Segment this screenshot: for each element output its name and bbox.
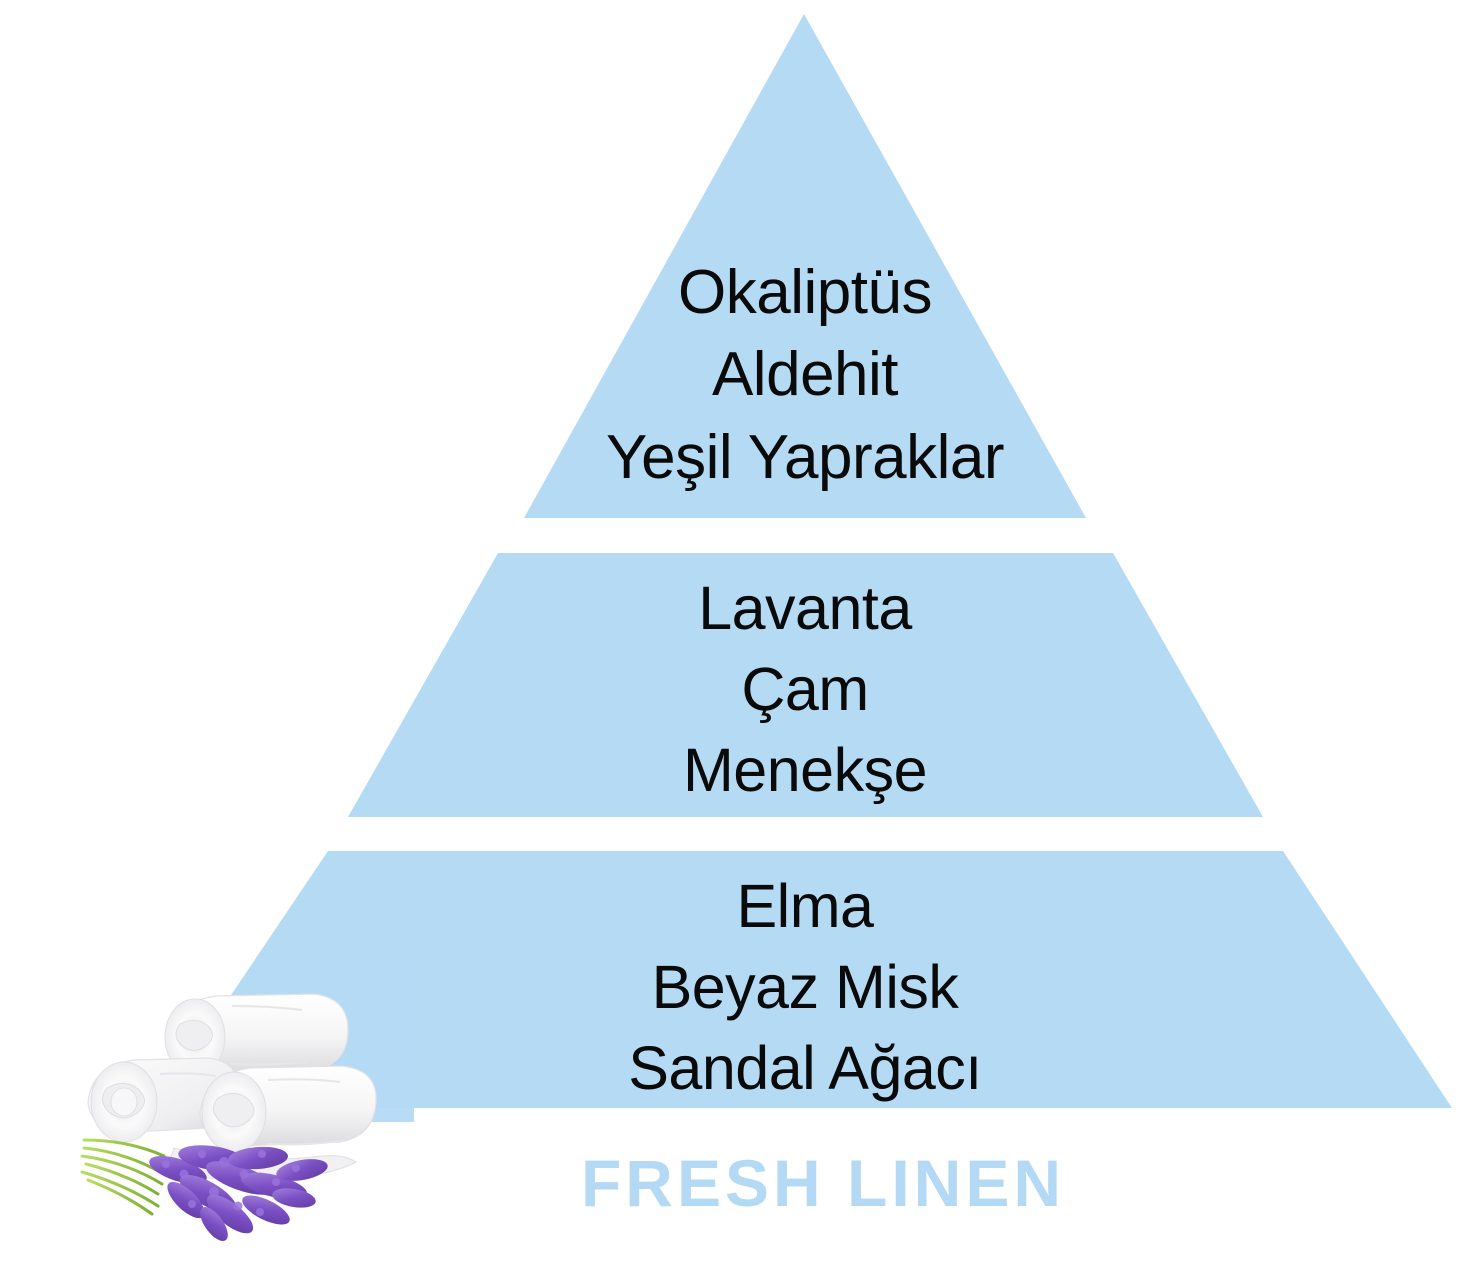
towels-lavender-photo — [62, 962, 414, 1252]
lavender-stems — [80, 1138, 166, 1216]
pyramid-tier-base-shape — [155, 851, 1452, 1108]
pyramid-tier-top-notes: Okaliptüs Aldehit Yeşil Yapraklar — [430, 252, 1180, 499]
note-middle-1: Lavanta — [698, 574, 912, 642]
note-base-1: Elma — [736, 872, 874, 940]
pyramid-tier-base-notes: Elma Beyaz Misk Sandal Ağacı — [430, 866, 1180, 1109]
note-base-3: Sandal Ağacı — [628, 1034, 982, 1103]
lavender-florets — [162, 1150, 300, 1216]
note-top-1: Okaliptüs — [678, 258, 932, 327]
note-top-2: Aldehit — [711, 340, 899, 410]
pyramid-tier-top-shape — [524, 14, 1086, 518]
note-middle-2: Çam — [741, 655, 869, 724]
lavender-flowers — [149, 1145, 328, 1242]
note-middle-3: Menekşe — [682, 736, 928, 805]
pyramid-tier-middle-shape — [348, 553, 1263, 817]
pyramid-tier-middle-notes: Lavanta Çam Menekşe — [430, 568, 1180, 811]
towels-lavender-illustration — [80, 962, 414, 1242]
note-base-2: Beyaz Misk — [651, 953, 959, 1022]
towel-roll-right — [199, 1065, 377, 1153]
fragrance-name-caption: FRESH LINEN — [580, 1146, 1066, 1220]
note-top-3: Yeşil Yapraklar — [605, 422, 1005, 492]
